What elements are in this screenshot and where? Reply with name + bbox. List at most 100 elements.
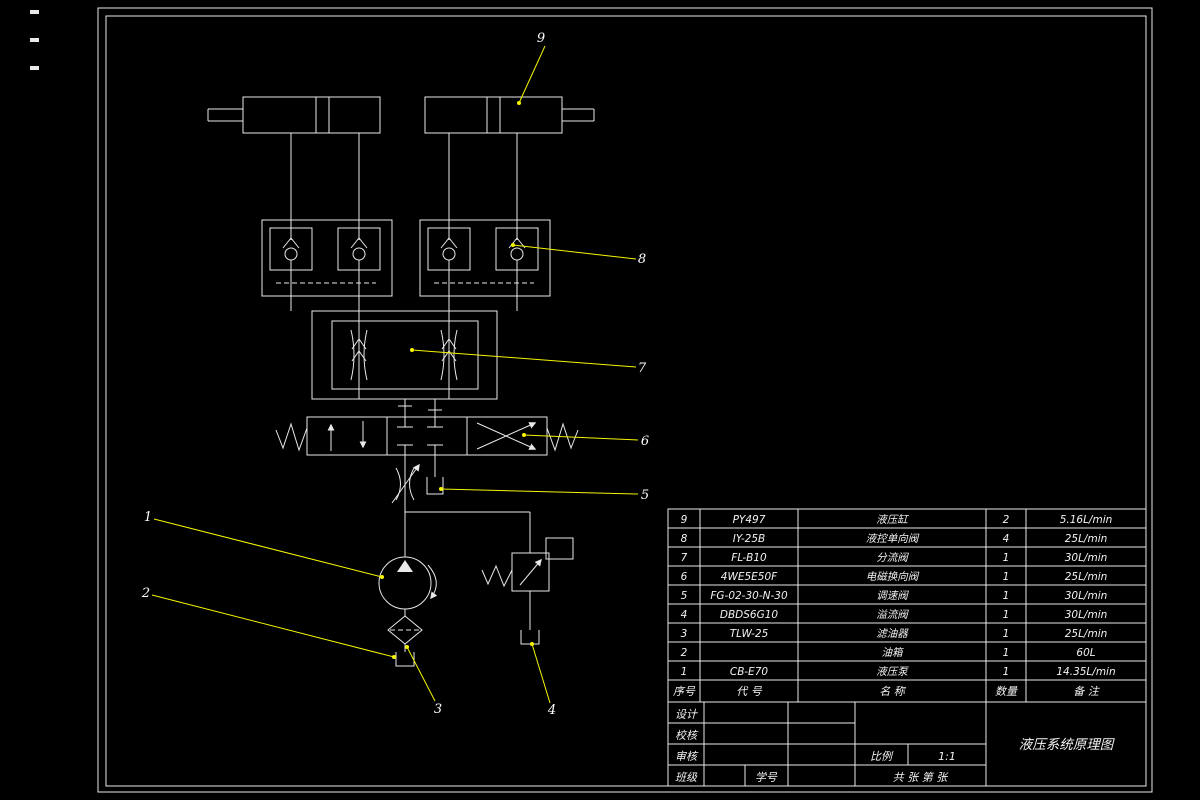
student-label: 学号 <box>755 771 778 784</box>
bom-code: FG-02-30-N-30 <box>710 590 788 602</box>
bom-remark: 25L/min <box>1065 533 1108 545</box>
bom-seq: 2 <box>681 647 688 659</box>
pilot-check-valve-block-right <box>419 219 551 321</box>
cylinder-body <box>242 96 381 134</box>
bom-seq: 3 <box>681 628 688 640</box>
bom-row: 6 4WE5E50F 电磁换向阀 1 25L/min <box>681 571 1108 583</box>
bom-remark: 25L/min <box>1065 571 1108 583</box>
bom-code: IY-25B <box>733 533 765 545</box>
oil-tank <box>395 652 415 667</box>
bom-header-qty: 数量 <box>995 685 1018 698</box>
bom-remark: 60L <box>1076 647 1095 659</box>
bom-remark: 14.35L/min <box>1056 666 1115 678</box>
bom-row: 7 FL-B10 分流阀 1 30L/min <box>681 552 1108 564</box>
bom-row: 2 油箱 1 60L <box>681 647 1096 659</box>
bom-remark: 30L/min <box>1065 590 1108 602</box>
rotation-arrow <box>427 564 438 600</box>
bom-remark: 5.16L/min <box>1060 514 1113 526</box>
pipe-lines <box>404 511 531 557</box>
callout-2: 2 <box>141 586 150 601</box>
valve-drain-tank <box>426 455 444 495</box>
bom-header-name: 名 称 <box>879 685 906 698</box>
bom-seq: 8 <box>681 533 688 545</box>
callout-5: 5 <box>641 488 649 503</box>
margin-mark <box>30 38 39 42</box>
bom-row: 5 FG-02-30-N-30 调速阀 1 30L/min <box>681 590 1108 602</box>
bom-name: 滤油器 <box>876 628 909 640</box>
relief-drain-tank <box>520 630 540 645</box>
hydraulic-cylinder-right <box>424 96 595 228</box>
design-label: 设计 <box>675 708 698 721</box>
callout-7: 7 <box>638 361 647 376</box>
bom-header-seq: 序号 <box>673 685 696 698</box>
bom-qty: 1 <box>1003 628 1010 640</box>
hydraulic-cylinder-left <box>207 96 381 228</box>
spring-left <box>275 422 308 452</box>
bom-row: 8 IY-25B 液控单向阀 4 25L/min <box>681 533 1108 545</box>
callout-6: 6 <box>641 434 649 449</box>
callout-labels: 9 8 7 6 5 1 2 3 4 <box>141 31 649 718</box>
bom-seq: 1 <box>681 666 688 678</box>
drawing-frame <box>30 7 1153 793</box>
bom-name: 溢流阀 <box>876 609 909 621</box>
bom-qty: 1 <box>1003 647 1010 659</box>
relief-valve <box>481 537 574 645</box>
bom-row: 1 CB-E70 液压泵 1 14.35L/min <box>681 666 1116 678</box>
cylinder-body <box>424 96 563 134</box>
bom-row: 3 TLW-25 滤油器 1 25L/min <box>681 628 1108 640</box>
bom-qty: 1 <box>1003 552 1010 564</box>
class-label: 班级 <box>675 771 698 784</box>
bom-qty: 1 <box>1003 571 1010 583</box>
callout-4: 4 <box>547 703 556 718</box>
bom-name: 分流阀 <box>876 552 909 564</box>
check-label: 校核 <box>675 729 699 742</box>
bom-code: DBDS6G10 <box>720 609 779 621</box>
valve-position-box <box>306 416 388 456</box>
bom-code: FL-B10 <box>731 552 767 564</box>
bom-seq: 7 <box>681 552 688 564</box>
bom-remark: 25L/min <box>1065 628 1108 640</box>
bom-name: 电磁换向阀 <box>866 571 920 583</box>
oil-filter <box>387 615 423 652</box>
callout-1: 1 <box>144 510 152 525</box>
bom-remark: 30L/min <box>1065 552 1108 564</box>
scale-value: 1:1 <box>938 750 956 763</box>
bom-header-remark: 备 注 <box>1073 685 1100 698</box>
spring <box>481 564 513 588</box>
margin-mark <box>30 66 39 70</box>
bom-qty: 1 <box>1003 590 1010 602</box>
bom-remark: 30L/min <box>1065 609 1108 621</box>
callout-8: 8 <box>638 252 646 267</box>
valve-block-outline <box>419 219 551 297</box>
title-block: 设计 校核 审核 班级 学号 比例 1:1 共 张 第 张 液压系统原理图 <box>667 701 1147 787</box>
bom-name: 液控单向阀 <box>866 533 920 545</box>
bom-header-code: 代 号 <box>736 685 762 698</box>
bom-table: 序号 代 号 名 称 数量 备 注 9 PY497 液压缸 2 5.16L/mi… <box>667 508 1147 703</box>
bom-row: 9 PY497 液压缸 2 5.16L/min <box>681 514 1113 526</box>
bom-qty: 1 <box>1003 666 1010 678</box>
check-ball <box>352 247 366 261</box>
callout-9: 9 <box>537 31 545 46</box>
bom-code: CB-E70 <box>730 666 768 678</box>
spring-right <box>546 422 579 452</box>
bom-name: 液压泵 <box>876 666 909 678</box>
solenoid-directional-valve <box>275 416 579 456</box>
pump-flow-triangle <box>397 560 413 572</box>
bom-name: 调速阀 <box>876 590 909 602</box>
bom-seq: 9 <box>681 514 688 526</box>
pilot-check-valve-block-left <box>261 219 393 321</box>
bom-seq: 6 <box>681 571 688 583</box>
hydraulic-pump <box>378 556 438 616</box>
bom-qty: 1 <box>1003 609 1010 621</box>
callout-3: 3 <box>434 702 442 717</box>
bom-code: PY497 <box>733 514 766 526</box>
valve-position-box <box>386 416 468 456</box>
speed-control-valve <box>391 455 420 512</box>
check-ball <box>510 247 524 261</box>
bom-seq: 4 <box>681 609 688 621</box>
check-ball <box>442 247 456 261</box>
bom-code: TLW-25 <box>730 628 769 640</box>
margin-mark <box>30 10 39 14</box>
